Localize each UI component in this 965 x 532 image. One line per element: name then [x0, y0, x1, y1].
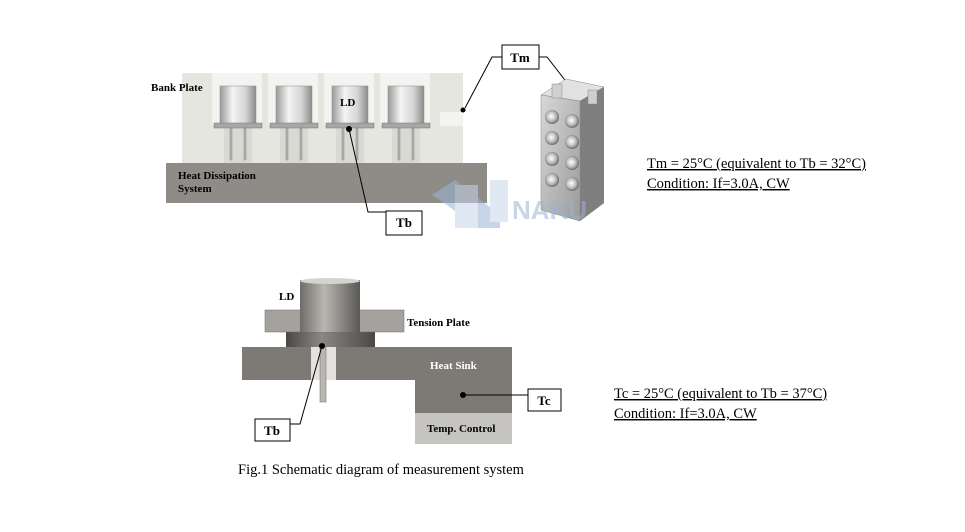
ld-can-3: [325, 85, 375, 161]
bottom-condition-line2: Condition: If=3.0A, CW: [614, 406, 757, 422]
top-condition-line2: Condition: If=3.0A, CW: [647, 176, 790, 192]
tb-box-top: [385, 210, 423, 236]
tb-box-bottom-label: Tb: [264, 423, 280, 438]
top-condition-line1: Tm = 25°C (equivalent to Tb = 32°C): [647, 156, 866, 172]
tc-box-label: Tc: [537, 393, 550, 408]
ld-can-bottom: [300, 280, 360, 332]
bank-plate-lower-slots: [224, 128, 420, 164]
ld-label-top: LD: [340, 97, 355, 109]
block-holes: [545, 110, 579, 191]
ld-can-4: [381, 85, 431, 161]
naku-watermark-logo: NAKU: [432, 180, 587, 228]
heat-dissipation-system: [166, 163, 487, 203]
tm-measure-point-plate: [460, 107, 466, 113]
ld-can-1: [213, 85, 263, 161]
ld-can-2: [269, 85, 319, 161]
temp-control: [415, 413, 512, 444]
bottom-diagram: LD Tension Plate Heat Sink Temp. Control…: [242, 278, 827, 444]
figure-caption: Fig.1 Schematic diagram of measurement s…: [238, 462, 525, 478]
bank-plate-label: Bank Plate: [151, 82, 203, 94]
heat-sink: [242, 347, 512, 413]
tc-box: [527, 388, 562, 412]
tb-box-top-label: Tb: [396, 215, 412, 230]
tb-box-bottom: [254, 418, 291, 442]
ld-can-top: [300, 278, 360, 284]
tb-leader-top: [348, 128, 386, 213]
heat-sink-label: Heat Sink: [430, 360, 478, 372]
tension-plate-label: Tension Plate: [407, 317, 470, 329]
tb-leader-bottom: [290, 345, 323, 425]
watermark-text: NAKU: [512, 195, 587, 225]
top-diagram: Bank Plate LD Heat Dissipation System Tb…: [151, 44, 866, 236]
temp-control-label: Temp. Control: [427, 423, 495, 435]
ld-label-bottom: LD: [279, 291, 294, 303]
heat-dissipation-label-line2: System: [178, 183, 212, 195]
heat-dissipation-label-line1: Heat Dissipation: [178, 170, 256, 182]
tm-box-label: Tm: [510, 50, 530, 65]
bottom-condition-line1: Tc = 25°C (equivalent to Tb = 37°C): [614, 386, 827, 402]
ld-base: [286, 332, 375, 347]
ld-pin: [319, 346, 327, 403]
bank-plate-3d-block: [540, 78, 605, 222]
tm-leader-left: [464, 56, 502, 109]
